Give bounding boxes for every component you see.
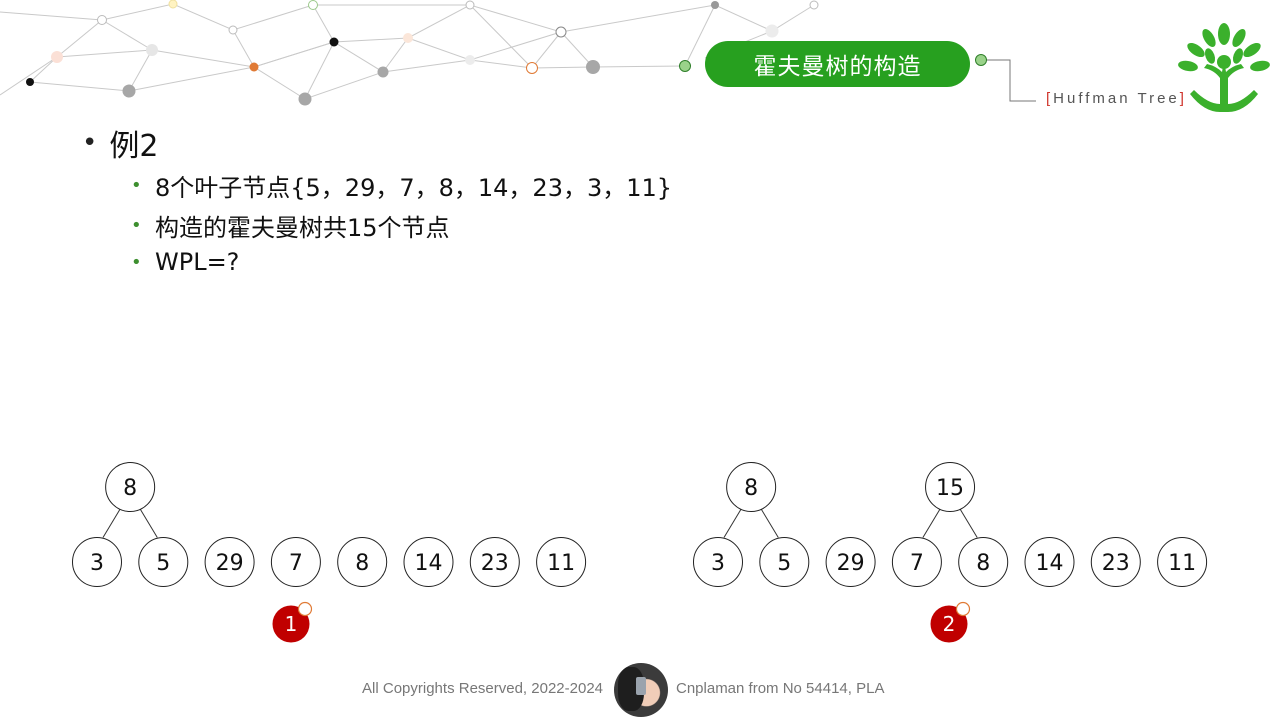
leaf-node: 7 (891, 537, 942, 587)
leaf-node: 3 (693, 537, 743, 587)
leaf-node-label: 5 (156, 551, 170, 576)
leaf-node-label: 11 (1168, 551, 1196, 576)
page-title: 霍夫曼树的构造 (705, 41, 970, 87)
tree-edge (723, 508, 742, 538)
bullet-dot-icon: • (131, 175, 142, 196)
leaf-node: 23 (1090, 537, 1141, 587)
leaf-node-label: 29 (837, 551, 865, 576)
leaf-node: 11 (1157, 537, 1208, 587)
tree-edge (760, 508, 779, 538)
leaf-node: 5 (138, 537, 189, 587)
tree-edge (139, 508, 158, 538)
bullet-dot-icon: • (82, 128, 98, 158)
leaf-node-label: 11 (547, 551, 575, 576)
step-badge-label: 1 (285, 612, 298, 636)
leaf-node: 5 (759, 537, 810, 587)
leaf-node-label: 3 (711, 551, 725, 576)
leaf-node-label: 8 (355, 551, 369, 576)
leaf-node: 8 (337, 537, 388, 587)
leaf-node-label: 7 (289, 551, 303, 576)
leaf-node-label: 3 (90, 551, 104, 576)
tree-edge (959, 508, 978, 538)
leaf-node-label: 23 (1102, 551, 1130, 576)
leaf-node-label: 7 (910, 551, 924, 576)
bullet-leaf-nodes: • 8个叶子节点{5，29，7，8，14，23，3，11} (131, 168, 672, 203)
step-badge-label: 2 (943, 612, 956, 636)
header-network-decoration (0, 0, 1036, 106)
leaf-node: 11 (536, 537, 587, 587)
leaf-node: 8 (958, 537, 1009, 587)
leaf-node-label: 29 (216, 551, 244, 576)
step-badge: 1 (272, 601, 313, 643)
leaf-node-label: 5 (777, 551, 791, 576)
internal-node: 8 (726, 462, 777, 512)
bullet-dot-icon: • (131, 251, 142, 273)
example-heading: 例2 (109, 129, 159, 164)
bullet-text: 构造的霍夫曼树共15个节点 (155, 214, 450, 242)
internal-node: 15 (925, 462, 976, 512)
bullet-example: • 例2 (82, 121, 158, 165)
bullet-node-count: • 构造的霍夫曼树共15个节点 (131, 208, 450, 243)
copyright-text: All Copyrights Reserved, 2022-2024 (362, 680, 603, 697)
leaf-node-label: 23 (481, 551, 509, 576)
leaf-node-label: 14 (415, 551, 443, 576)
tree-edge (102, 508, 121, 538)
tree-hands-icon (1178, 23, 1270, 112)
footer: All Copyrights Reserved, 2022-2024 Cnpla… (0, 662, 1280, 718)
leaf-node: 3 (72, 537, 122, 587)
leaf-node: 29 (825, 537, 876, 587)
leaf-node: 29 (204, 537, 255, 587)
tree-edge (922, 508, 941, 538)
bullet-wpl: • WPL=? (131, 248, 239, 276)
bullet-dot-icon: • (131, 215, 142, 236)
step-badge: 2 (930, 601, 971, 643)
leaf-node: 14 (1024, 537, 1075, 587)
leaf-node-label: 8 (976, 551, 990, 576)
internal-node-label: 8 (744, 476, 758, 501)
leaf-node: 23 (469, 537, 520, 587)
internal-node-label: 8 (123, 476, 137, 501)
leaf-node: 7 (270, 537, 321, 587)
leaf-node: 14 (403, 537, 454, 587)
bullet-text: WPL=? (155, 248, 240, 276)
author-text: Cnplaman from No 54414, PLA (676, 680, 885, 697)
bullet-text: 8个叶子节点{5，29，7，8，14，23，3，11} (155, 174, 673, 202)
page-subtitle: [Huffman Tree] (1046, 90, 1187, 107)
avatar (614, 663, 668, 717)
leaf-node-label: 14 (1036, 551, 1064, 576)
internal-node-label: 15 (936, 476, 964, 501)
internal-node: 8 (105, 462, 156, 512)
